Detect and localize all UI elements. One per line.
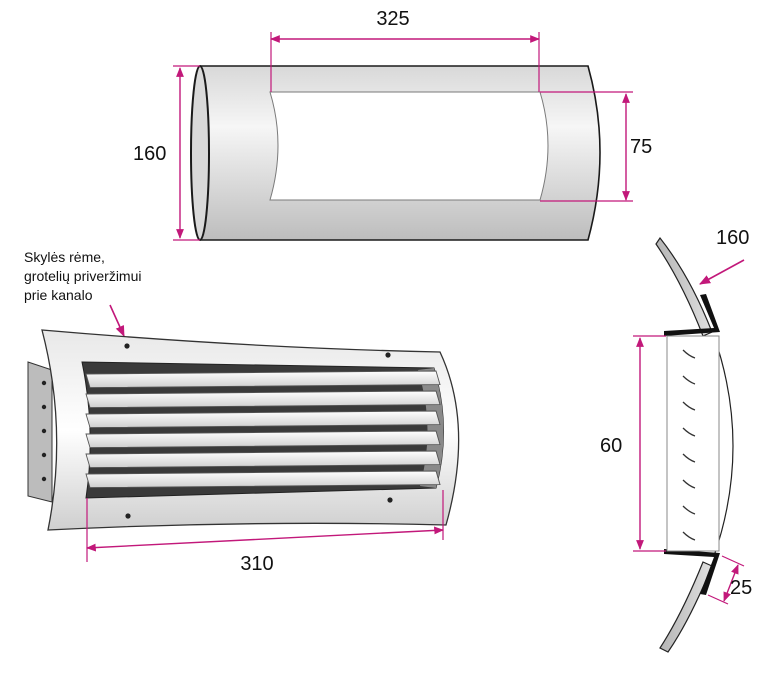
section-blade bbox=[682, 453, 696, 463]
section-blade bbox=[682, 401, 696, 411]
dim-label-160: 160 bbox=[133, 143, 166, 165]
section-blade bbox=[682, 531, 696, 541]
section-blade bbox=[682, 505, 696, 515]
hole-note-line: prie kanalo bbox=[24, 287, 93, 303]
dim-label-160-section: 160 bbox=[716, 227, 749, 249]
duct-outline-arc bbox=[713, 335, 734, 557]
louver-blade bbox=[85, 370, 441, 389]
dim-label-310: 310 bbox=[240, 553, 273, 575]
dim-line-25 bbox=[707, 594, 729, 605]
dim-line-310 bbox=[86, 526, 444, 552]
duct-view: 325 160 75 bbox=[133, 8, 652, 241]
duct-wall-lower bbox=[659, 561, 713, 653]
dim-line-160-section bbox=[699, 259, 745, 285]
dim-label-25: 25 bbox=[730, 577, 752, 599]
louver-group bbox=[85, 370, 441, 489]
grille-view: Skylės rėme, grotelių priveržimui prie k… bbox=[24, 249, 460, 575]
louver-blade bbox=[85, 410, 441, 429]
grille-side-plate bbox=[27, 361, 53, 503]
grille-section-body bbox=[666, 335, 720, 552]
side-plate-holes bbox=[41, 380, 47, 482]
section-blade bbox=[682, 427, 696, 437]
dim-line-25 bbox=[721, 555, 745, 567]
dim-label-60: 60 bbox=[600, 435, 622, 457]
section-blade bbox=[682, 479, 696, 489]
frame-holes bbox=[124, 343, 393, 519]
hole-note-line: Skylės rėme, bbox=[24, 249, 105, 265]
grille-flange-upper bbox=[664, 294, 720, 336]
duct-opening bbox=[269, 91, 549, 201]
grille-flange-lower bbox=[664, 549, 720, 595]
dim-label-325: 325 bbox=[376, 8, 409, 30]
dim-label-75: 75 bbox=[630, 136, 652, 158]
section-blade bbox=[682, 349, 696, 359]
louver-blade bbox=[85, 390, 441, 409]
note-leader-arrow bbox=[109, 304, 125, 338]
hole-note-line: grotelių priveržimui bbox=[24, 268, 141, 284]
duct-end-cap bbox=[190, 65, 210, 241]
duct-wall-upper bbox=[655, 236, 713, 337]
louver-blade bbox=[85, 430, 441, 449]
section-view: 160 60 25 bbox=[600, 227, 752, 653]
louver-blade bbox=[85, 450, 441, 469]
section-blade bbox=[682, 375, 696, 385]
section-blade-group bbox=[682, 349, 696, 541]
dim-line-25-arrow bbox=[723, 564, 739, 602]
louver-blade bbox=[85, 470, 441, 489]
